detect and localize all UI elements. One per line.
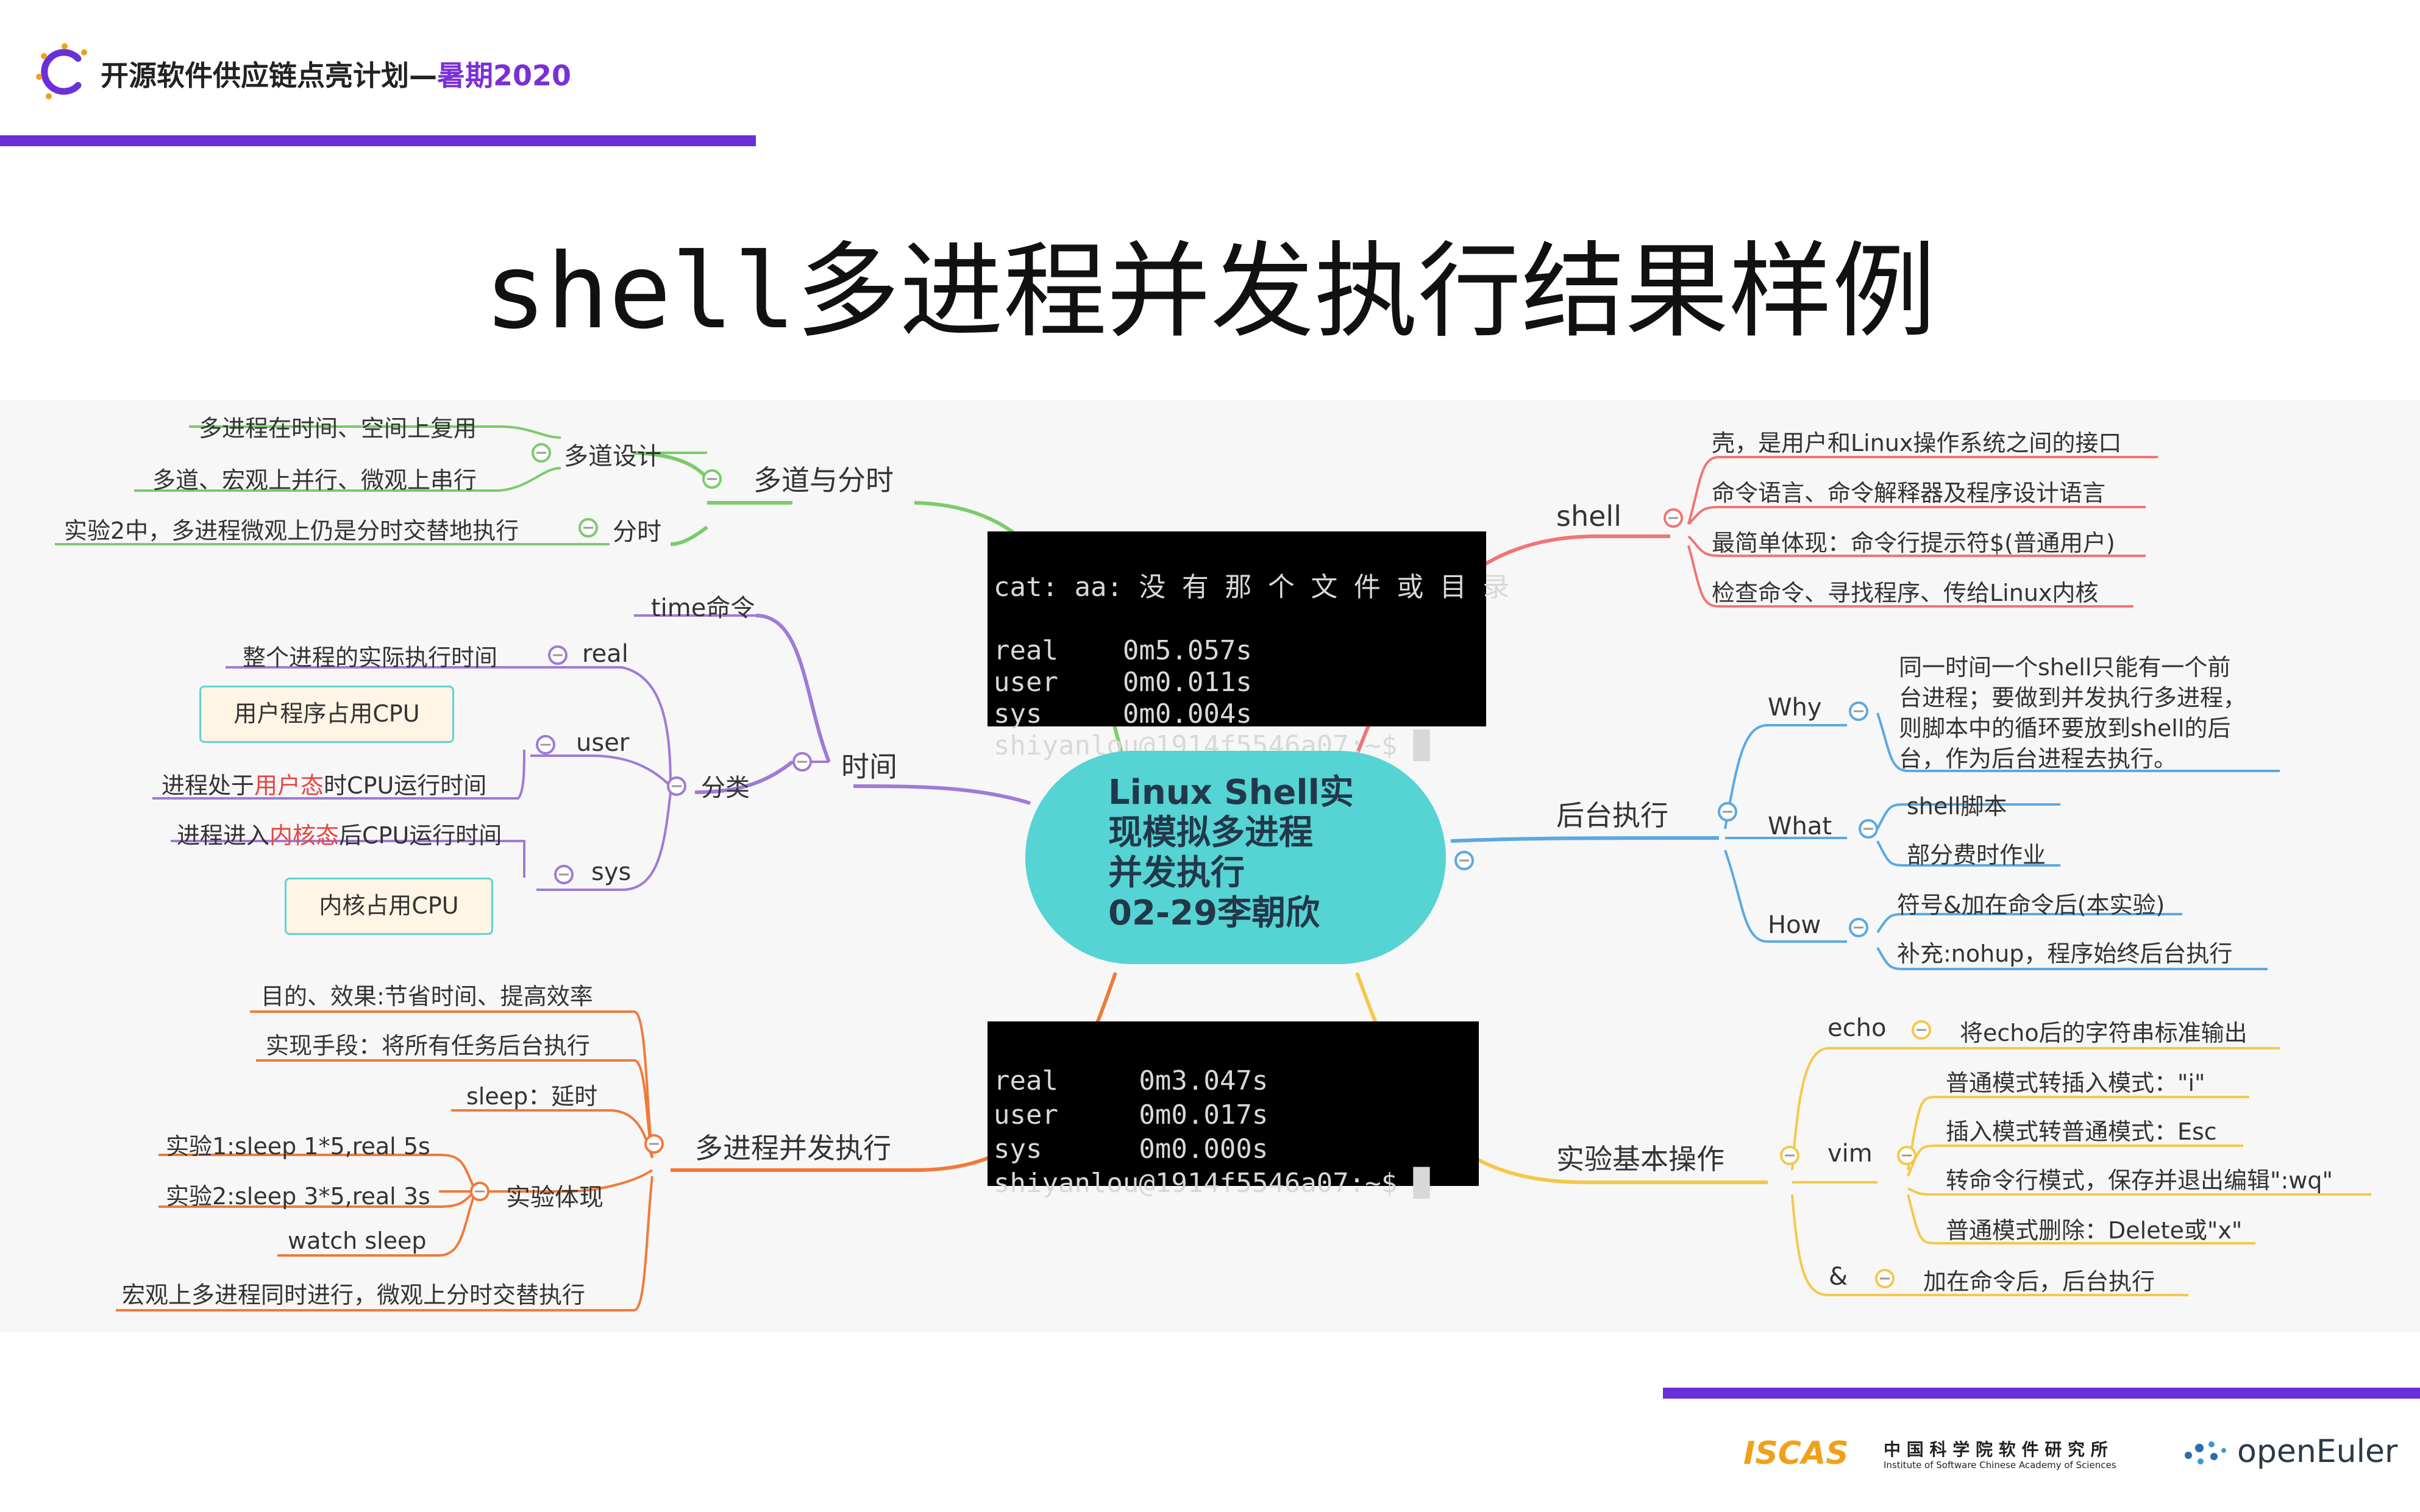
leaf-user: 进程处于用户态时CPU运行时间 — [162, 772, 487, 799]
kernel-mode-highlight: 内核态 — [269, 822, 340, 849]
node-sys[interactable]: sys — [591, 858, 632, 886]
slide-title: shell多进程并发执行结果样例 — [484, 232, 1936, 352]
leaf-why-line: 台进程；要做到并发执行多进程， — [1899, 684, 2247, 711]
central-topic-line: Linux Shell实 — [1108, 773, 1354, 812]
header-title: 开源软件供应链点亮计划—暑期2020 — [101, 59, 572, 92]
leaf-amp: 加在命令后，后台执行 — [1923, 1268, 2155, 1295]
leaf-how-1: 符号&加在命令后(本实验) — [1897, 892, 2165, 918]
node-timeshare[interactable]: 分时 — [613, 518, 661, 546]
terminal-bottom-line: sys 0m0.000s — [994, 1134, 1269, 1165]
node-real[interactable]: real — [582, 640, 628, 668]
node-background[interactable]: 后台执行 — [1556, 799, 1668, 832]
iscas-name-cn: 中 国 科 学 院 软 件 研 究 所 — [1884, 1439, 2108, 1460]
leaf-sys: 进程进入内核态后CPU运行时间 — [177, 822, 502, 849]
node-amp[interactable]: & — [1829, 1263, 1848, 1291]
leaf-why: 同一时间一个shell只能有一个前 台进程；要做到并发执行多进程， 则脚本中的循… — [1899, 652, 2246, 774]
leaf-shell-1: 壳，是用户和Linux操作系统之间的接口 — [1712, 430, 2122, 456]
node-what[interactable]: What — [1768, 812, 1832, 840]
leaf-shell-3: 最简单体现：命令行提示符$(普通用户) — [1712, 530, 2115, 556]
leaf-watch-sleep: watch sleep — [288, 1227, 427, 1254]
node-time-command[interactable]: time命令 — [651, 594, 755, 622]
terminal-bottom-line: shiyanlou@1914f5546a07:~$ █ — [994, 1168, 1430, 1199]
node-classify[interactable]: 分类 — [701, 774, 750, 802]
header-title-accent: 暑期2020 — [437, 59, 572, 92]
leaf-means: 实现手段：将所有任务后台执行 — [266, 1032, 591, 1059]
node-user[interactable]: user — [576, 729, 630, 757]
central-topic[interactable] — [1025, 751, 1446, 964]
node-time[interactable]: 时间 — [841, 750, 897, 783]
leaf-what-1: shell脚本 — [1907, 793, 2007, 820]
footer-divider — [1663, 1388, 2420, 1399]
terminal-top-line: sys 0m0.004s — [994, 698, 1252, 729]
node-experiment[interactable]: 实验体现 — [506, 1184, 603, 1212]
node-vim[interactable]: vim — [1827, 1140, 1873, 1168]
terminal-top-line: real 0m5.057s — [994, 635, 1252, 666]
node-multiprogram-design[interactable]: 多道设计 — [564, 442, 661, 470]
callout-user-cpu: 用户程序占用CPU — [199, 686, 454, 743]
central-topic-line: 并发执行 — [1108, 853, 1245, 893]
central-topic-line: 现模拟多进程 — [1108, 813, 1313, 853]
leaf-sleep: sleep：延时 — [466, 1083, 598, 1110]
central-topic-text: Linux Shell实 现模拟多进程 并发执行 02-29李朝欣 — [1108, 773, 1354, 934]
terminal-top-line — [994, 603, 1480, 635]
leaf-shell-4: 检查命令、寻找程序、传给Linux内核 — [1712, 580, 2099, 606]
node-echo[interactable]: echo — [1827, 1014, 1887, 1042]
node-concurrency[interactable]: 多进程并发执行 — [695, 1132, 891, 1165]
leaf-why-line: 同一时间一个shell只能有一个前 — [1899, 654, 2231, 681]
terminal-bottom-line: user 0m0.017s — [994, 1099, 1269, 1130]
central-topic-line: 02-29李朝欣 — [1108, 893, 1320, 933]
leaf-how-2: 补充:nohup，程序始终后台执行 — [1897, 940, 2233, 967]
leaf-timeshare: 实验2中，多进程微观上仍是分时交替地执行 — [64, 517, 519, 544]
leaf-vim-3: 转命令行模式，保存并退出编辑":wq" — [1946, 1167, 2333, 1194]
node-why[interactable]: Why — [1768, 694, 1822, 722]
terminal-top-line: user 0m0.011s — [994, 667, 1252, 698]
leaf-what-2: 部分费时作业 — [1907, 842, 2046, 868]
logo-icon — [35, 43, 94, 101]
leaf-macro-micro: 宏观上多进程同时进行，微观上分时交替执行 — [122, 1282, 586, 1308]
leaf-why-line: 台，作为后台进程去执行。 — [1899, 745, 2177, 772]
node-how[interactable]: How — [1768, 911, 1821, 939]
leaf-why-line: 则脚本中的循环要放到shell的后 — [1899, 715, 2231, 742]
leaf-exp-2: 实验2:sleep 3*5,real 3s — [166, 1183, 430, 1210]
leaf-vim-1: 普通模式转插入模式："i" — [1946, 1070, 2205, 1096]
leaf-purpose: 目的、效果:节省时间、提高效率 — [261, 983, 593, 1010]
leaf-shell-2: 命令语言、命令解释器及程序设计语言 — [1712, 480, 2106, 506]
leaf-design-1: 多进程在时间、空间上复用 — [199, 415, 477, 442]
leaf-design-2: 多道、宏观上并行、微观上串行 — [152, 467, 477, 494]
callout-kernel-cpu: 内核占用CPU — [285, 878, 493, 935]
iscas-logo: ISCAS — [1743, 1435, 1849, 1472]
node-shell[interactable]: shell — [1556, 500, 1621, 533]
openeuler-icon — [2182, 1436, 2231, 1472]
leaf-exp-1: 实验1:sleep 1*5,real 5s — [166, 1133, 430, 1160]
terminal-top-line: cat: aa: 没 有 那 个 文 件 或 目 录 — [994, 572, 1510, 603]
user-mode-highlight: 用户态 — [254, 772, 324, 799]
node-multiprogram-timeshare[interactable]: 多道与分时 — [753, 464, 894, 497]
header-divider — [0, 135, 756, 146]
leaf-vim-4: 普通模式删除：Delete或"x" — [1946, 1217, 2243, 1244]
leaf-vim-2: 插入模式转普通模式：Esc — [1946, 1118, 2217, 1145]
leaf-real: 整个进程的实际执行时间 — [243, 644, 498, 671]
terminal-bottom-line: real 0m3.047s — [994, 1065, 1269, 1096]
iscas-name-en: Institute of Software Chinese Academy of… — [1884, 1460, 2116, 1471]
terminal-top: cat: aa: 没 有 那 个 文 件 或 目 录 real 0m5.057s… — [988, 531, 1510, 761]
openeuler-logo: openEuler — [2237, 1433, 2398, 1470]
leaf-echo: 将echo后的字符串标准输出 — [1960, 1020, 2247, 1046]
node-basic-ops[interactable]: 实验基本操作 — [1556, 1143, 1724, 1176]
